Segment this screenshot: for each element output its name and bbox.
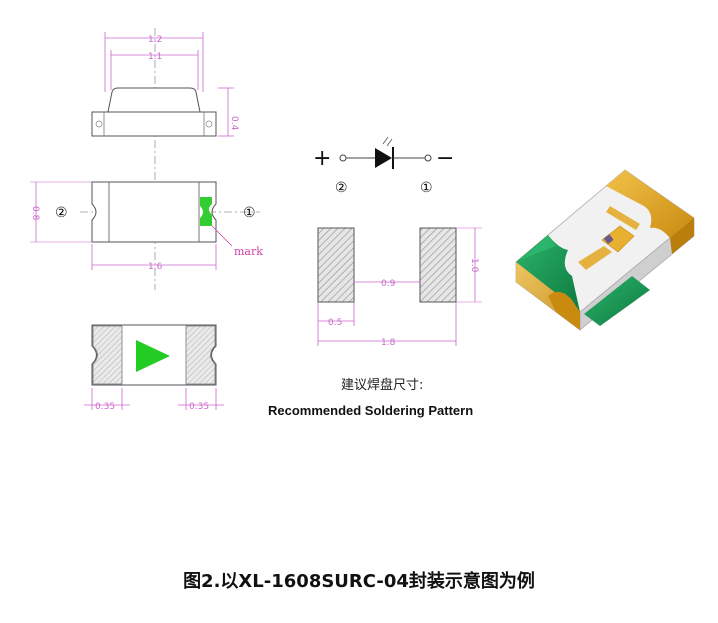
mark-label: mark (234, 245, 263, 258)
dim-top-inner: 1.1 (148, 52, 162, 62)
top-view: 1.2 1.1 0.4 (91, 28, 239, 290)
front-pin1: ① (243, 205, 256, 221)
dim-top-height: 0.4 (229, 116, 239, 131)
symbol-minus: − (436, 146, 454, 171)
symbol-plus: + (313, 146, 331, 171)
dim-front-length: 1.6 (148, 262, 163, 272)
dim-bottom-left: 0.35 (95, 402, 115, 412)
figure-caption: 图2.以XL-1608SURC-04封装示意图为例 (183, 570, 535, 592)
dim-bottom-right: 0.35 (189, 402, 209, 412)
pad-left (317, 227, 355, 303)
front-view: mark ② ① 0.8 1.6 (30, 181, 263, 272)
bottom-view: 0.35 0.35 (84, 324, 224, 412)
pad-right (419, 227, 457, 303)
dim-top-outer: 1.2 (148, 35, 162, 45)
soldering-label-en: Recommended Soldering Pattern (268, 403, 473, 418)
symbol-pin1: ① (420, 180, 433, 196)
dim-front-height: 0.8 (30, 206, 40, 221)
symbol-pin2: ② (335, 180, 348, 196)
dim-pad-gap: 0.9 (381, 279, 396, 289)
polarity-mark (200, 197, 212, 226)
soldering-label-cn: 建议焊盘尺寸: (341, 377, 423, 393)
diode-symbol: + − ② ① (313, 136, 454, 196)
dim-pad-height: 1.0 (469, 258, 479, 273)
dim-pad-total: 1.8 (381, 338, 396, 348)
polarity-triangle (136, 340, 170, 372)
front-pin2: ② (55, 205, 68, 221)
led-3d-illustration (515, 169, 695, 331)
solder-pattern: 0.9 1.0 0.5 1.8 建议焊盘尺寸: Recommended Sold… (268, 227, 482, 418)
dim-pad-width: 0.5 (328, 318, 342, 328)
